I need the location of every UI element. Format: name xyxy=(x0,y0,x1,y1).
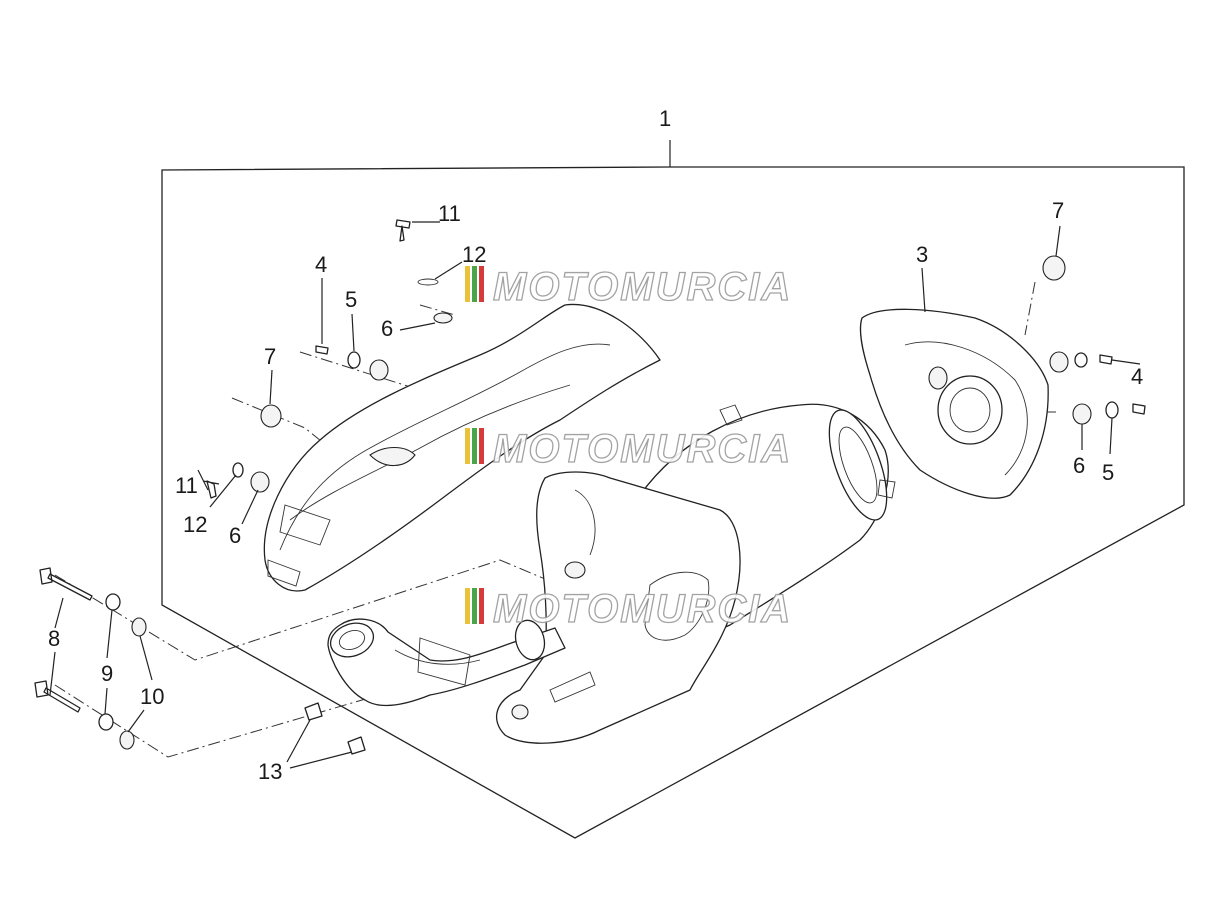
watermark-text: MOTOMURCIA xyxy=(493,427,792,471)
wm-stripe xyxy=(465,428,470,464)
callout-6-top: 6 xyxy=(381,316,393,341)
callout-4-left: 4 xyxy=(315,252,327,277)
callout-13: 13 xyxy=(258,759,282,784)
watermark-middle: MOTOMURCIA xyxy=(465,426,792,472)
callout-6-left: 6 xyxy=(229,523,241,548)
wm-stripe xyxy=(479,588,484,624)
callout-11-top: 11 xyxy=(438,201,461,226)
callout-11-left: 11 xyxy=(175,473,198,498)
wm-stripe xyxy=(465,588,470,624)
callout-1: 1 xyxy=(659,106,671,131)
watermark-top: MOTOMURCIA xyxy=(465,264,792,310)
callout-10: 10 xyxy=(140,684,164,709)
watermark-text: MOTOMURCIA xyxy=(493,265,792,309)
callout-5-left: 5 xyxy=(345,287,357,312)
callout-3: 3 xyxy=(916,242,928,267)
mounting-bracket xyxy=(496,471,741,744)
wm-stripe xyxy=(472,428,477,464)
hardware-parts xyxy=(34,219,1146,755)
wm-stripe xyxy=(465,266,470,302)
end-cap xyxy=(859,308,1049,499)
wm-stripe xyxy=(472,588,477,624)
watermark-bottom: MOTOMURCIA xyxy=(465,586,792,632)
wm-stripe xyxy=(479,428,484,464)
callout-12-left: 12 xyxy=(183,512,207,537)
callout-6-right: 6 xyxy=(1073,453,1085,478)
leader-lines xyxy=(49,221,1141,769)
wm-stripe xyxy=(479,266,484,302)
callout-12-top: 12 xyxy=(462,242,486,267)
wm-stripe xyxy=(472,266,477,302)
callout-labels: 1 11 12 4 5 6 7 11 12 6 3 7 4 6 5 8 9 10… xyxy=(48,106,1143,784)
callout-4-right: 4 xyxy=(1131,364,1143,389)
heat-shield xyxy=(263,303,661,592)
callout-9: 9 xyxy=(101,661,113,686)
callout-5-right: 5 xyxy=(1102,460,1114,485)
callout-7-right: 7 xyxy=(1052,198,1064,223)
watermark-text: MOTOMURCIA xyxy=(493,587,792,631)
exhaust-pipe xyxy=(327,618,566,707)
callout-8: 8 xyxy=(48,626,60,651)
callout-7-left: 7 xyxy=(264,344,276,369)
